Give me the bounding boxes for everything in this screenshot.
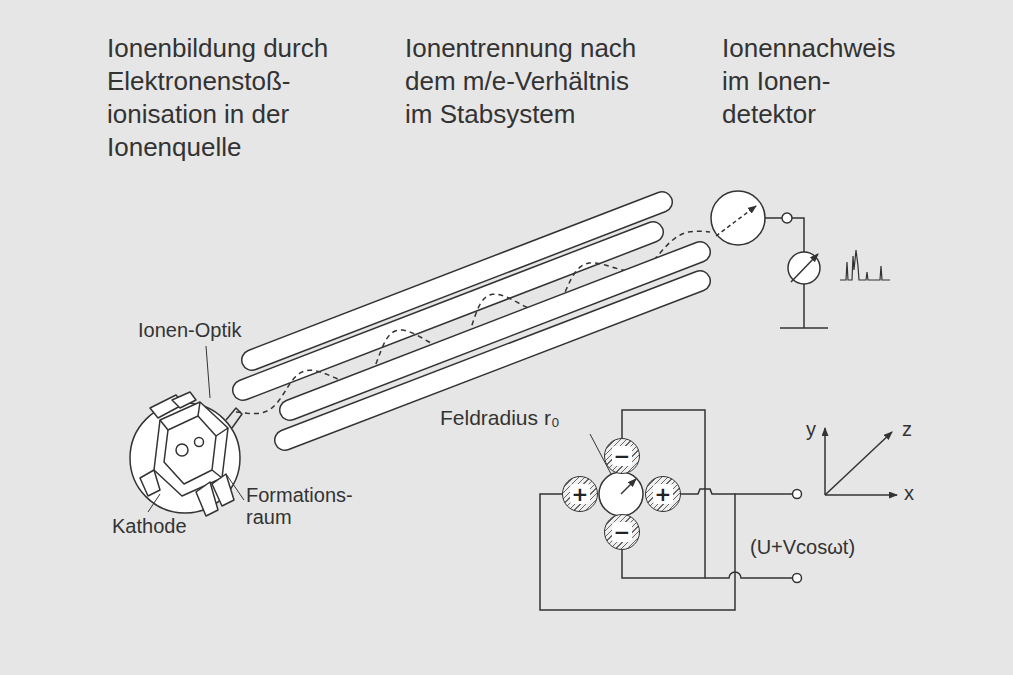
polarity-sign: − [612,446,633,466]
part-label: Ionen-Optik [138,318,241,342]
ion-detector [711,191,828,328]
axis-label: z [902,417,912,441]
ion-source [130,392,242,516]
rod-system [285,252,700,440]
axes [825,428,897,495]
column-heading: Ionenbildung durch Elektronenstoß- ionis… [107,32,352,164]
polarity-sign: + [653,484,674,504]
part-label: Formations- raum [246,484,361,528]
polarity-sign: + [570,484,591,504]
rod-section: + [562,476,598,512]
part-label: Kathode [112,514,187,538]
dimension-label: Feldradius r₀ [440,406,560,430]
column-heading: Ionennachweis im Ionen- detektor [722,32,917,131]
leader-line [148,346,244,512]
column-heading: Ionentrennung nach dem m/e-Verhältnis im… [405,32,650,131]
signal-label: (U+Vcosωt) [750,535,855,559]
rod-section: − [604,438,640,474]
spectrum [840,250,890,280]
rod-section: + [645,476,681,512]
polarity-sign: − [612,522,633,542]
rod-section: − [604,514,640,550]
wire [622,410,705,578]
ion-trajectory [236,231,710,413]
axis-label: y [806,417,816,441]
axis-label: x [904,481,914,505]
